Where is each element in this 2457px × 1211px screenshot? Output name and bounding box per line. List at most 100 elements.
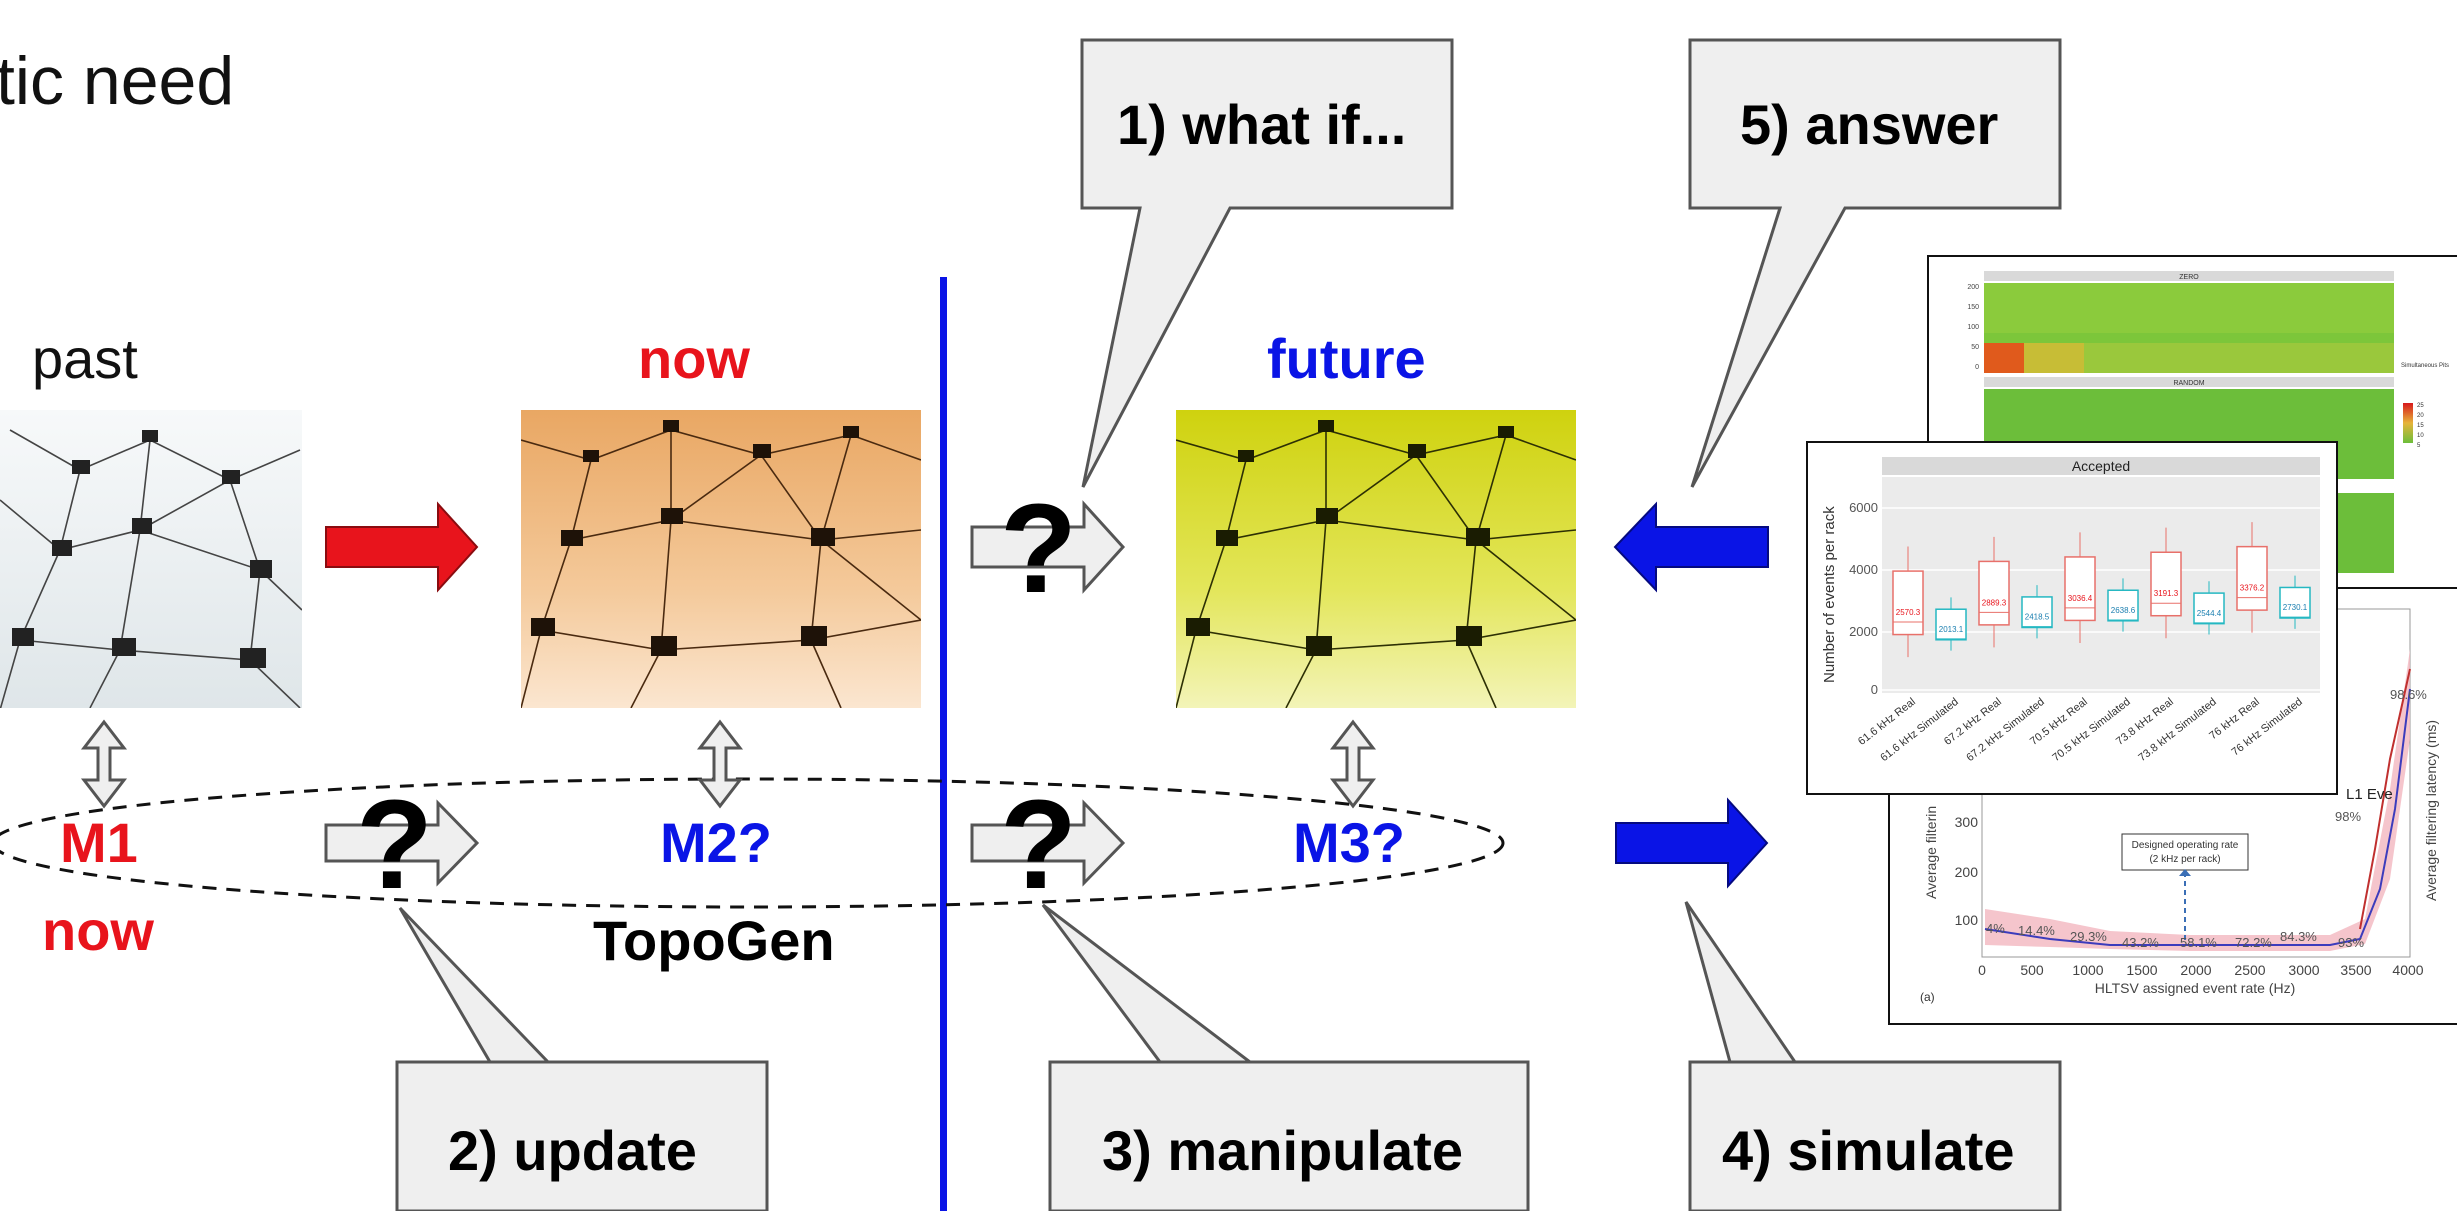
grey-arrow-m2-m3 [970, 799, 1126, 887]
latency-xlabel: HLTSV assigned event rate (Hz) [2095, 980, 2296, 996]
callout-what-if: 1) what if... [1117, 93, 1407, 156]
callout-answer-shape [1688, 38, 2062, 488]
red-arrow [325, 501, 479, 593]
boxplot-box [2107, 589, 2139, 622]
latency-point-labels: 4% 14.4% 29.3% 43.2% 58.1% 72.2% 84.3% 9… [1986, 687, 2427, 950]
question-mark-now-future: ? [1000, 478, 1077, 619]
callout-what-if-shape [1080, 38, 1454, 488]
svg-text:2000: 2000 [1849, 624, 1878, 639]
heatmap-ytick: 150 [1967, 304, 1979, 311]
svg-text:100: 100 [1955, 912, 1979, 928]
svg-text:43.2%: 43.2% [2122, 935, 2159, 950]
svg-text:4000: 4000 [1849, 562, 1878, 577]
boxplot-category-label: 76 kHz Simulated [2230, 696, 2305, 759]
label-now: now [638, 327, 750, 390]
boxplot-category-label: 67.2 kHz Simulated [1964, 696, 2047, 764]
callout-update-shape [395, 906, 769, 1211]
latency-annotation-line1: Designed operating rate [2132, 840, 2239, 851]
model-m2: M2? [660, 811, 772, 874]
boxplot-box [2064, 556, 2096, 622]
model-m2-topogen: TopoGen [593, 909, 835, 972]
network-photo-now [521, 410, 921, 708]
svg-text:3000: 3000 [2288, 962, 2319, 978]
figure-boxplot: Accepted 6000 4000 2000 0 Number of even… [1806, 441, 2338, 795]
svg-text:98%: 98% [2335, 809, 2361, 824]
boxplot-median-label: 2570.3 [1896, 608, 1921, 617]
boxplot-median-label: 3036.4 [2068, 594, 2093, 603]
latency-x-ticks: 0 500 1000 1500 2000 2500 3000 3500 4000 [1978, 962, 2424, 978]
svg-text:0: 0 [1978, 962, 1986, 978]
slide-title: tic need [0, 43, 235, 119]
boxplot-box [2021, 596, 2053, 629]
boxplot-boxes: 2570.32013.12889.32418.53036.42638.63191… [1892, 522, 2311, 658]
model-m1: M1 [60, 811, 138, 874]
boxplot-median-label: 3376.2 [2240, 584, 2265, 593]
callout-simulate-shape [1684, 901, 2062, 1211]
boxplot-median-label: 2889.3 [1982, 598, 2007, 607]
boxplot-category-label: 73.8 kHz Simulated [2136, 696, 2219, 764]
svg-text:93%: 93% [2338, 935, 2364, 950]
svg-text:4000: 4000 [2392, 962, 2423, 978]
svg-text:300: 300 [1955, 814, 1979, 830]
svg-text:4%: 4% [1986, 921, 2005, 936]
dashed-ellipse [0, 777, 1505, 909]
network-photo-past [0, 410, 302, 708]
boxplot-box [1892, 570, 1924, 636]
latency-ylabel-left: Average filterin [1923, 806, 1939, 899]
latency-ylabel-right: Average filtering latency (ms) [2423, 720, 2439, 901]
svg-text:84.3%: 84.3% [2280, 929, 2317, 944]
heatmap-panel-top: ZERO [2179, 274, 2199, 281]
callout-manipulate: 3) manipulate [1102, 1119, 1463, 1182]
heatmap-ytick: 100 [1967, 324, 1979, 331]
boxplot-title: Accepted [2072, 458, 2130, 474]
svg-text:2000: 2000 [2180, 962, 2211, 978]
boxplot-median-label: 3191.3 [2154, 589, 2179, 598]
callout-update: 2) update [448, 1119, 697, 1182]
svg-text:500: 500 [2020, 962, 2044, 978]
boxplot-box [1978, 560, 2010, 626]
svg-text:98.6%: 98.6% [2390, 687, 2427, 702]
boxplot-ylabel: Number of events per rack [1821, 506, 1838, 683]
boxplot-median-label: 2013.1 [1939, 625, 1964, 634]
boxplot-box [2193, 592, 2225, 625]
boxplot-median-label: 2544.4 [2197, 609, 2222, 618]
svg-text:0: 0 [1871, 682, 1878, 697]
boxplot-box [1935, 608, 1967, 641]
boxplot-median-label: 2638.6 [2111, 606, 2136, 615]
label-future: future [1267, 327, 1426, 390]
latency-annotation-line2: (2 kHz per rack) [2149, 854, 2220, 865]
boxplot-category-label: 61.6 kHz Simulated [1878, 696, 1961, 764]
heatmap-legend-title: Simultaneous Pits [2401, 363, 2449, 369]
heatmap-legend-value: 10 [2417, 433, 2424, 439]
divider-line [940, 277, 947, 1211]
boxplot-category-label: 70.5 kHz Simulated [2050, 696, 2133, 764]
double-arrow-m2 [696, 719, 744, 809]
question-mark-m2-m3: ? [1000, 774, 1077, 915]
svg-text:200: 200 [1955, 864, 1979, 880]
callout-answer: 5) answer [1740, 93, 1999, 156]
callout-manipulate-shape [1041, 903, 1530, 1211]
latency-legend-fragment: L1 Eve [2346, 786, 2393, 803]
network-photo-future [1176, 410, 1576, 708]
svg-text:1500: 1500 [2126, 962, 2157, 978]
boxplot-median-label: 2730.1 [2283, 603, 2308, 612]
double-arrow-m3 [1329, 719, 1377, 809]
latency-line [1984, 688, 2411, 946]
svg-text:72.2%: 72.2% [2235, 935, 2272, 950]
svg-text:14.4%: 14.4% [2018, 923, 2055, 938]
double-arrow-m1 [80, 719, 128, 809]
heatmap-legend-value: 5 [2417, 443, 2421, 449]
svg-text:3500: 3500 [2340, 962, 2371, 978]
latency-y-ticks: 300 200 100 [1955, 814, 1979, 928]
heatmap-ytick: 50 [1971, 344, 1979, 351]
boxplot-box [2236, 545, 2268, 611]
callout-simulate: 4) simulate [1722, 1119, 2015, 1182]
model-m1-now: now [42, 899, 154, 962]
svg-text:1000: 1000 [2072, 962, 2103, 978]
svg-text:2500: 2500 [2234, 962, 2265, 978]
boxplot-box [2279, 586, 2311, 619]
blue-arrow-simulate [1615, 797, 1769, 889]
model-m3: M3? [1293, 811, 1405, 874]
